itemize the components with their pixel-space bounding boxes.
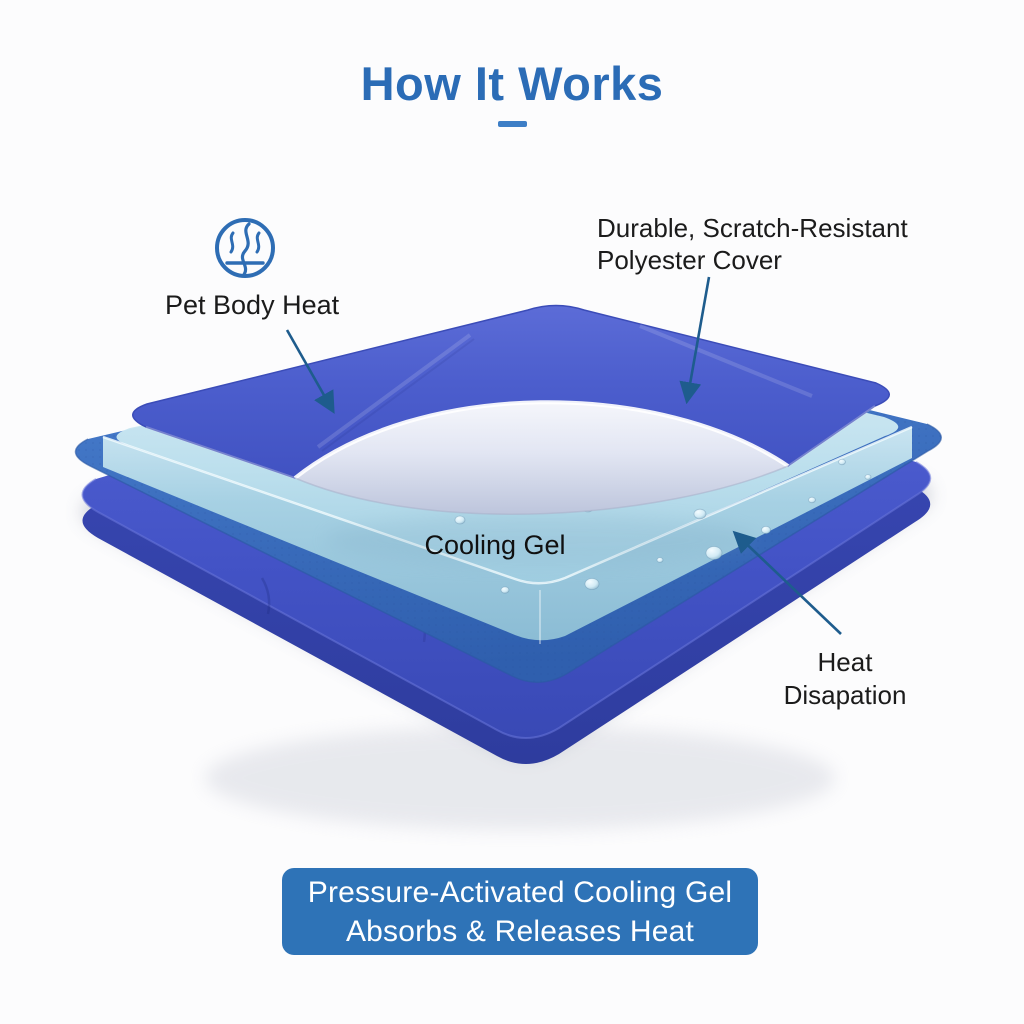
- page-title: How It Works: [360, 57, 664, 110]
- title-underline: [498, 121, 527, 127]
- polyester-cover-label-line2: Polyester Cover: [597, 245, 782, 275]
- banner-line1: Pressure-Activated Cooling Gel: [307, 875, 733, 909]
- heat-dissipation-label: Heat Disapation: [745, 646, 945, 712]
- heat-dissipation-label-line2: Disapation: [783, 680, 907, 710]
- pet-body-heat-arrow: [285, 329, 335, 414]
- heat-dissipation-arrow: [732, 530, 842, 635]
- polyester-cover-label: Durable, Scratch-Resistant Polyester Cov…: [597, 212, 908, 276]
- heat-dissipation-label-line1: Heat: [817, 647, 873, 677]
- banner-line2: Absorbs & Releases Heat: [345, 914, 695, 948]
- annotation-arrows: [285, 276, 842, 635]
- polyester-cover-label-line1: Durable, Scratch-Resistant: [597, 213, 908, 243]
- pet-body-heat-label: Pet Body Heat: [165, 290, 340, 320]
- peeled-corner-flap: [293, 400, 790, 515]
- heat-icon: [215, 218, 275, 278]
- cooling-gel-label: Cooling Gel: [424, 530, 566, 560]
- cover-arrow: [679, 276, 711, 405]
- bottom-banner: Pressure-Activated Cooling Gel Absorbs &…: [282, 868, 758, 955]
